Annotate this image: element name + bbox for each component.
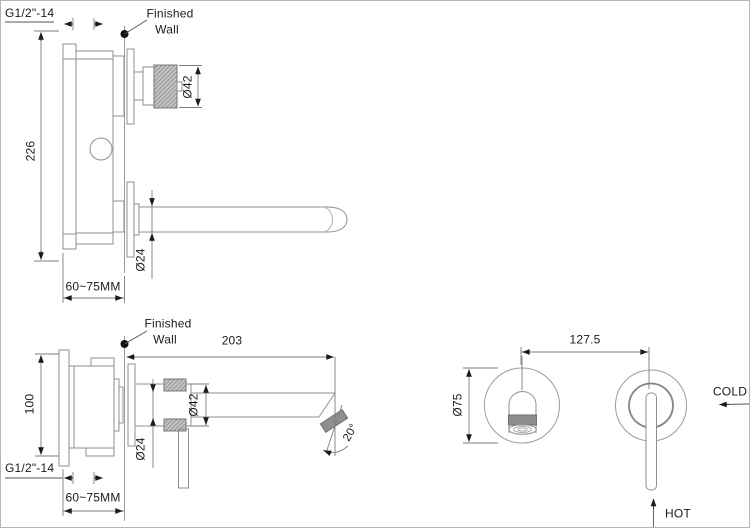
dim-203-label: 203: [221, 333, 243, 348]
dim-d24-label-plan: Ø24: [133, 437, 148, 461]
hot-label: HOT: [665, 506, 691, 521]
finished-wall-label-side-2: Wall: [155, 22, 179, 37]
dim-226-label: 226: [23, 140, 38, 162]
side-view: [62, 26, 348, 273]
dim-60-75-label-side: 60~75MM: [65, 279, 121, 294]
dim-127-5-label: 127.5: [569, 332, 601, 347]
finished-wall-label-side-1: Finished: [146, 6, 194, 21]
plan-view: [58, 336, 349, 521]
finished-wall-label-plan-2: Wall: [153, 332, 177, 347]
dim-d42-label-side: Ø42: [180, 75, 195, 99]
dim-100-label: 100: [22, 393, 37, 415]
knurled-handle-side: [153, 64, 178, 109]
knurled-ring-plan-bottom: [163, 418, 187, 432]
dim-d42-label-plan: Ø42: [186, 393, 201, 417]
thread-size-label-plan: G1/2"-14: [5, 461, 55, 475]
thread-size-label-side: G1/2"-14: [5, 6, 55, 20]
front-view-dimensions: [463, 347, 749, 527]
spout-aerator-ring-front: [508, 414, 537, 426]
side-view-dimensions: [5, 18, 202, 303]
plan-view-dimensions: [5, 330, 349, 516]
spout-aerator-plan: [319, 409, 349, 433]
dim-60-75-label-plan: 60~75MM: [65, 490, 121, 505]
finished-wall-label-plan-1: Finished: [144, 316, 192, 331]
front-view: [484, 356, 687, 491]
lever-plan: [178, 428, 189, 489]
lever-front: [645, 392, 657, 491]
cold-label: COLD: [712, 384, 748, 399]
dim-d24-label-side: Ø24: [133, 248, 148, 272]
spout-tube-side: [139, 206, 348, 233]
knurled-ring-plan-top: [163, 378, 187, 392]
dim-d75-label: Ø75: [450, 393, 465, 417]
